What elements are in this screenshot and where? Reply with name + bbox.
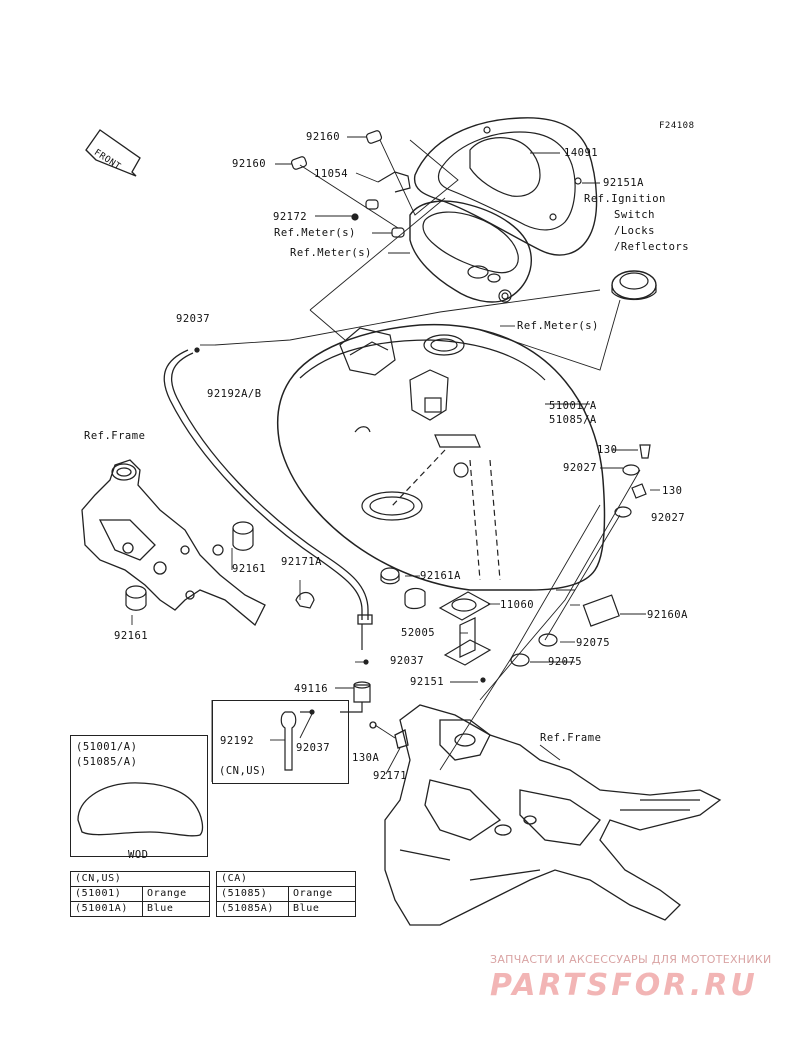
legend-ca-header: (CA) xyxy=(216,871,356,887)
label-92037-mid: 92037 xyxy=(390,655,425,667)
label-92160-top: 92160 xyxy=(306,131,341,143)
label-14091: 14091 xyxy=(564,147,599,159)
vent-tube xyxy=(163,347,373,625)
label-92161-lower: 92161 xyxy=(114,630,149,642)
label-92161-upper: 92161 xyxy=(232,563,267,575)
legend-cnus-part-1: (51001) xyxy=(70,886,143,902)
label-92151A: 92151A xyxy=(603,177,644,189)
fuel-tank xyxy=(276,323,606,591)
label-ref-ignition-2: Switch xyxy=(614,209,655,221)
label-92027-top: 92027 xyxy=(563,462,598,474)
ignition-switch-cap xyxy=(611,270,657,301)
label-92075-top: 92075 xyxy=(576,637,611,649)
label-92172: 92172 xyxy=(273,211,308,223)
label-ref-ignition-3: /Locks xyxy=(614,225,655,237)
legend-cnus-color-1: Orange xyxy=(142,886,210,902)
dampers-left xyxy=(125,521,254,611)
cnus-detail-box xyxy=(212,700,349,784)
left-frame xyxy=(81,459,266,627)
legend-ca-color-1: Orange xyxy=(288,886,356,902)
label-ref-frame-left: Ref.Frame xyxy=(84,430,146,442)
meter-unit xyxy=(409,200,532,303)
label-92160-left: 92160 xyxy=(232,158,267,170)
label-cnus-box: (CN,US) xyxy=(219,765,267,777)
watermark-tagline: ЗАПЧАСТИ И АКСЕССУАРЫ ДЛЯ МОТОТЕХНИКИ xyxy=(490,953,772,966)
leader-lines-right xyxy=(439,403,660,771)
meter-cover xyxy=(413,117,598,256)
right-fasteners xyxy=(380,444,651,667)
wod-inset-box xyxy=(70,735,208,857)
legend-cnus-color-2: Blue xyxy=(142,901,210,917)
label-11054: 11054 xyxy=(314,168,349,180)
label-92075-bottom: 92075 xyxy=(548,656,583,668)
figure-code: F24108 xyxy=(659,121,695,131)
right-frame xyxy=(369,704,722,926)
label-92037-box: 92037 xyxy=(296,742,331,754)
label-92171A: 92171A xyxy=(281,556,322,568)
label-52005: 52005 xyxy=(401,627,436,639)
legend-table-cnus: (CN,US) (51001) Orange (51001A) Blue xyxy=(70,871,210,917)
label-ref-meter-1: Ref.Meter(s) xyxy=(274,227,356,239)
label-inset-51001A: (51001/A) xyxy=(76,741,138,753)
label-ref-frame-right: Ref.Frame xyxy=(540,732,602,744)
watermark-logo: PARTSFOR.RU xyxy=(490,968,758,1003)
label-inset-51085A: (51085/A) xyxy=(76,756,138,768)
label-92037-top: 92037 xyxy=(176,313,211,325)
label-92160A: 92160A xyxy=(647,609,688,621)
label-11060: 11060 xyxy=(500,599,535,611)
label-92151: 92151 xyxy=(410,676,445,688)
label-130A: 130A xyxy=(352,752,380,764)
legend-ca-part-1: (51085) xyxy=(216,886,289,902)
legend-cnus-part-2: (51001A) xyxy=(70,901,143,917)
leader-lines xyxy=(200,136,621,371)
label-92192AB: 92192A/B xyxy=(207,388,262,400)
legend-table-ca: (CA) (51085) Orange (51085A) Blue xyxy=(216,871,356,917)
clamp xyxy=(295,591,315,609)
label-ref-meter-3: Ref.Meter(s) xyxy=(517,320,599,332)
label-51085A: 51085/A xyxy=(549,414,597,426)
label-ref-meter-2: Ref.Meter(s) xyxy=(290,247,372,259)
label-51001A: 51001/A xyxy=(549,400,597,412)
label-ref-ignition-1: Ref.Ignition xyxy=(584,193,666,205)
label-130-top: 130 xyxy=(597,444,618,456)
label-92192: 92192 xyxy=(220,735,255,747)
inset-tank xyxy=(77,782,204,837)
legend-cnus-header: (CN,US) xyxy=(70,871,210,887)
label-49116: 49116 xyxy=(294,683,329,695)
label-wod: WOD xyxy=(128,849,149,861)
label-92027-right: 92027 xyxy=(651,512,686,524)
legend-ca-color-2: Blue xyxy=(288,901,356,917)
label-92161A: 92161A xyxy=(420,570,461,582)
label-ref-ignition-4: /Reflectors xyxy=(614,241,690,253)
label-130-right: 130 xyxy=(662,485,683,497)
label-92171: 92171 xyxy=(373,770,408,782)
legend-ca-part-2: (51085A) xyxy=(216,901,289,917)
front-arrow-icon xyxy=(85,129,141,177)
